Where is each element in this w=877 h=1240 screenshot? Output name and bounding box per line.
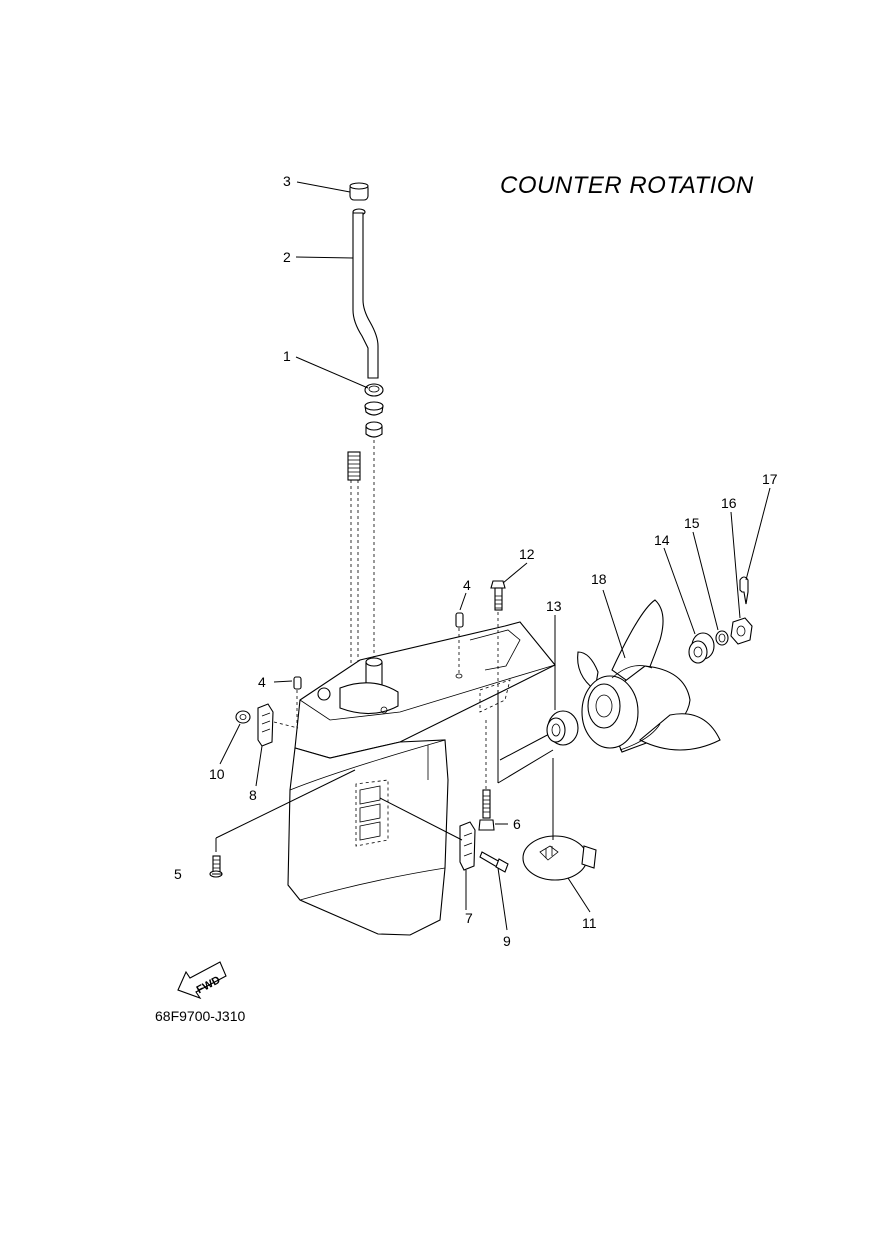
callout-14: 14: [654, 532, 670, 548]
callout-10: 10: [209, 766, 225, 782]
callout-1: 1: [283, 348, 291, 364]
callout-15: 15: [684, 515, 700, 531]
part-9-bolt: [479, 851, 509, 873]
part-1-grommet: [364, 383, 384, 438]
callout-12: 12: [519, 546, 535, 562]
callout-17: 17: [762, 471, 778, 487]
drawing-code: 68F9700-J310: [155, 1008, 246, 1024]
part-4-dowel-pin-upper: [455, 612, 464, 679]
callout-18: 18: [591, 571, 607, 587]
part-3-grommet: [349, 182, 369, 201]
callout-9: 9: [503, 933, 511, 949]
leader-lines: [212, 181, 771, 931]
part-6-bolt: [478, 720, 495, 831]
part-2-water-tube: [352, 208, 379, 379]
callout-4-upper: 4: [463, 577, 471, 593]
callout-11: 11: [582, 915, 597, 931]
callout-13: 13: [546, 598, 562, 614]
part-4-dowel-pin-lower: [293, 676, 302, 728]
lower-unit-housing: [287, 621, 556, 936]
part-16-nut: [730, 617, 753, 645]
part-7-trim-tab: [459, 821, 476, 871]
callout-4-lower: 4: [258, 674, 266, 690]
part-11-anode: [522, 835, 597, 881]
callout-8: 8: [249, 787, 257, 803]
part-17-cotter-pin: [739, 576, 749, 605]
part-14-spacer: [688, 632, 715, 664]
part-15-washer: [715, 630, 729, 646]
drive-shaft: [347, 451, 361, 680]
part-18-propeller: [577, 599, 721, 753]
fwd-arrow-icon: FWD: [177, 961, 227, 1000]
diagram-title: COUNTER ROTATION: [500, 172, 754, 199]
callout-6: 6: [513, 816, 521, 832]
callout-5: 5: [174, 866, 182, 882]
callout-labels: 3 2 1 4 4 5 6 7 8 9 10 11 12 13 14 15 16…: [174, 173, 778, 949]
callout-7: 7: [465, 910, 473, 926]
part-8-anode-bracket: [257, 703, 299, 747]
callout-2: 2: [283, 249, 291, 265]
part-13-thrust-washer: [546, 710, 579, 746]
callout-3: 3: [283, 173, 291, 189]
callout-16: 16: [721, 495, 737, 511]
part-10-nut: [235, 710, 251, 724]
